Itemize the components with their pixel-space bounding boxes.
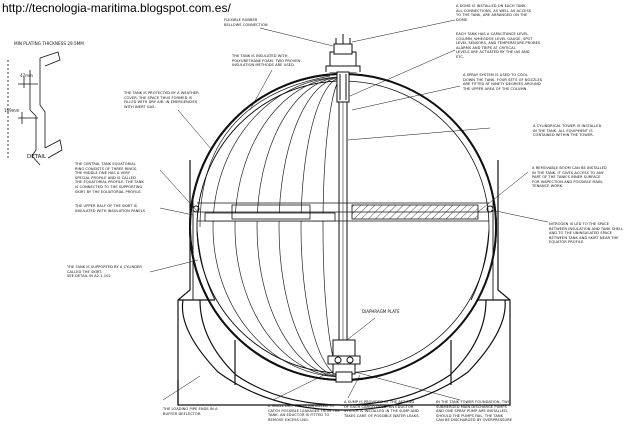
detail-heading: MIN PLATING THICKNESS 29.5mm <box>14 41 84 46</box>
skirt <box>192 195 494 301</box>
central-tower <box>338 72 348 380</box>
source-url[interactable]: http://tecnologia-maritima.blogspot.com.… <box>2 1 231 15</box>
callout-dome: A DOME IS INSTALLED ON EACH TANK.ALL CON… <box>456 4 532 22</box>
detail-dim-top: 47mm <box>20 73 33 78</box>
hull-outline <box>177 160 511 411</box>
diaphragm-label: DIAPHRAGM PLATE <box>362 309 400 314</box>
detail-dim-bottom: 169mm <box>4 108 20 113</box>
leader-lines <box>149 19 549 401</box>
detail-inset <box>7 51 63 166</box>
pump-foundation <box>327 339 361 383</box>
spherical-tank <box>189 34 497 383</box>
removable-boom <box>351 204 479 220</box>
dome <box>325 34 361 103</box>
detail-label: DETAIL <box>27 154 47 160</box>
